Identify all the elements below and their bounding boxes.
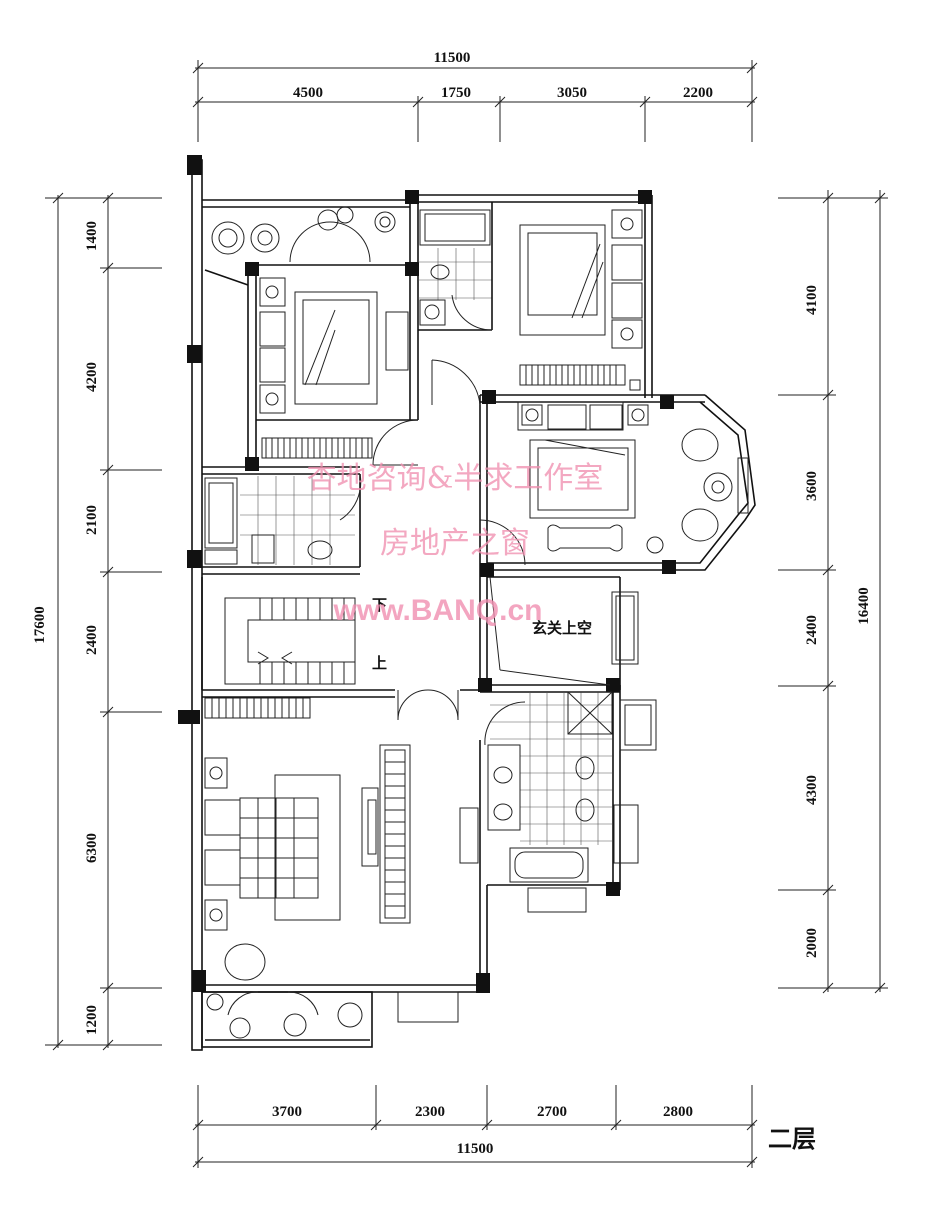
terrace-plants <box>211 206 396 263</box>
dim-bottom-seg-1: 3700 <box>272 1104 302 1120</box>
dim-bottom-total: 11500 <box>457 1141 494 1157</box>
dim-top-seg-4: 2200 <box>683 85 713 101</box>
dim-right-seg-5: 2000 <box>804 928 820 958</box>
dim-left-seg-3: 2100 <box>84 505 100 535</box>
dim-left-total: 17600 <box>32 606 48 644</box>
dim-left-seg-6: 1200 <box>84 1005 100 1035</box>
stair-up-label: 上 <box>372 654 387 672</box>
dim-right-seg-2: 3600 <box>804 471 820 501</box>
balcony-plants <box>206 993 363 1039</box>
lower-right-bathroom <box>484 691 657 913</box>
stair-down-label: 下 <box>372 596 387 614</box>
foyer-void <box>489 576 639 686</box>
dim-bottom-seg-3: 2700 <box>537 1104 567 1120</box>
dim-top-seg-1: 4500 <box>293 85 323 101</box>
dim-left-seg-1: 1400 <box>84 221 100 251</box>
dim-right-seg-1: 4100 <box>804 285 820 315</box>
dim-left-seg-4: 2400 <box>84 625 100 655</box>
walls <box>191 159 756 1051</box>
dimension-lines <box>45 60 888 1168</box>
upper-right-bedroom <box>519 209 643 391</box>
dim-top-total: 11500 <box>434 50 471 66</box>
dim-right-total: 16400 <box>856 587 872 625</box>
hall-double-door <box>397 689 459 721</box>
dim-top-seg-3: 3050 <box>557 85 587 101</box>
upper-bathroom <box>418 202 493 331</box>
dim-top-seg-2: 1750 <box>441 85 471 101</box>
master-suite <box>517 401 749 554</box>
dim-left-seg-5: 6300 <box>84 833 100 863</box>
dim-bottom-seg-4: 2800 <box>663 1104 693 1120</box>
floor-name-label: 二层 <box>768 1124 816 1153</box>
lower-left-bedroom <box>204 697 479 1023</box>
foyer-void-label: 玄关上空 <box>532 619 592 637</box>
dim-right-seg-4: 4300 <box>804 775 820 805</box>
dim-bottom-seg-2: 2300 <box>415 1104 445 1120</box>
dim-left-seg-2: 4200 <box>84 362 100 392</box>
staircase <box>224 597 356 685</box>
watermark-url: www.BANQ.cn <box>333 594 543 627</box>
watermark-line-2: 房地产之窗 <box>380 526 530 561</box>
dim-right-seg-3: 2400 <box>804 615 820 645</box>
watermark-line-1: 杏地咨询&半求工作室 <box>307 461 604 496</box>
structural-columns <box>178 155 676 993</box>
corridor <box>431 359 526 566</box>
upper-left-bedroom <box>259 277 419 466</box>
middle-left-bathroom <box>204 473 362 565</box>
